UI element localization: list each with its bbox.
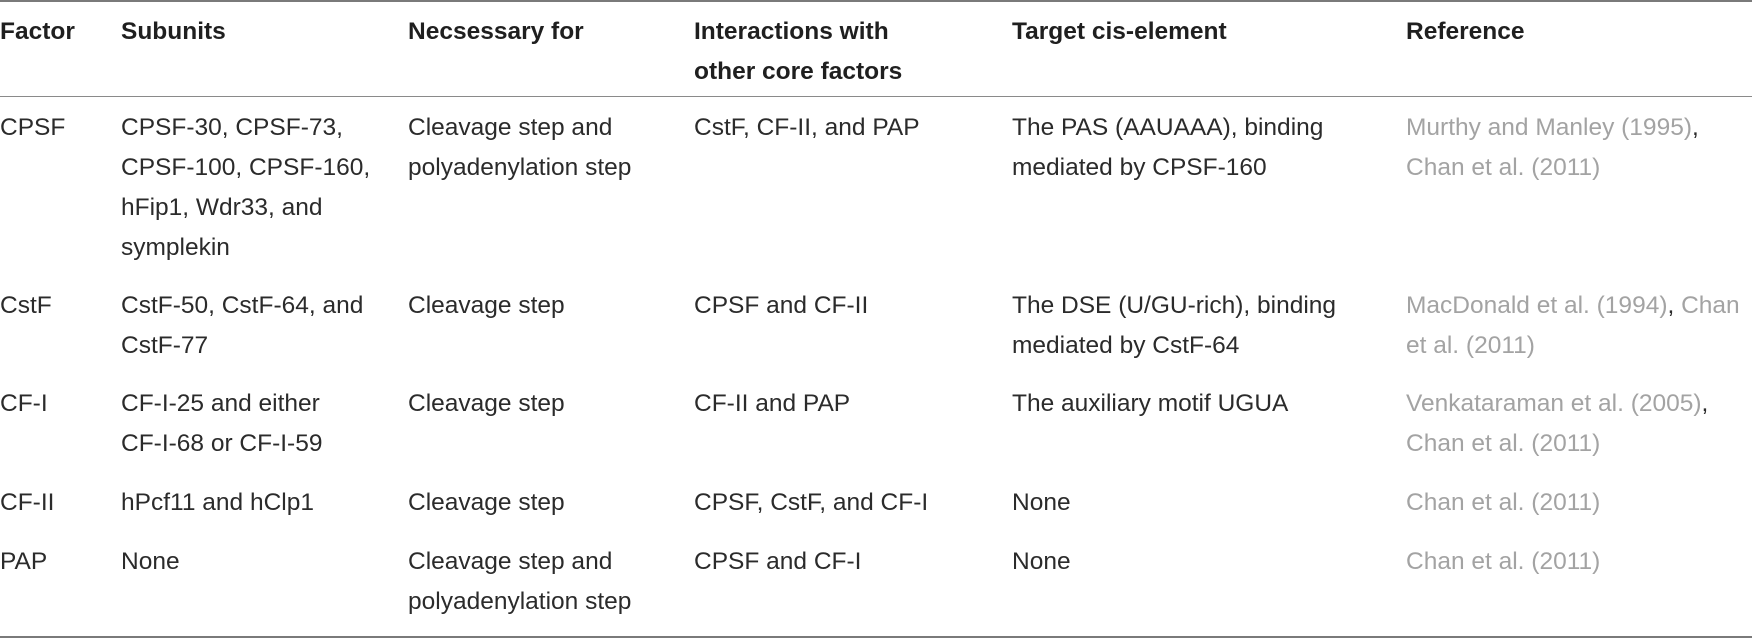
- cell-necessary-for: Cleavage step: [408, 390, 565, 417]
- cell-reference: MacDonald et al. (1994), Chan et al. (20…: [1406, 292, 1740, 359]
- cell-factor: CPSF: [0, 114, 66, 141]
- reference-link[interactable]: Chan et al. (2011): [1406, 548, 1601, 575]
- table-bottom-rule: [0, 636, 1752, 638]
- column-header-interactions: Interactions with other core factors: [694, 18, 903, 85]
- cell-necessary-for: Cleavage step: [408, 489, 565, 516]
- table-header-rule: [0, 96, 1752, 97]
- column-header-factor: Factor: [0, 18, 75, 45]
- cell-reference: Venkataraman et al. (2005), Chan et al. …: [1406, 390, 1709, 457]
- table-top-rule: [0, 0, 1752, 2]
- cell-target: None: [1012, 489, 1071, 516]
- cell-subunits: None: [121, 548, 180, 575]
- cell-target: The DSE (U/GU-rich), binding mediated by…: [1012, 292, 1337, 359]
- cell-interactions: CPSF, CstF, and CF-I: [694, 489, 929, 516]
- cell-factor: CstF: [0, 292, 52, 319]
- reference-link[interactable]: MacDonald et al. (1994): [1406, 292, 1668, 319]
- reference-link[interactable]: Venkataraman et al. (2005): [1406, 390, 1702, 417]
- cell-interactions: CPSF and CF-I: [694, 548, 862, 575]
- reference-link[interactable]: Chan et al. (2011): [1406, 154, 1601, 181]
- cell-interactions: CPSF and CF-II: [694, 292, 869, 319]
- column-header-reference: Reference: [1406, 18, 1525, 45]
- cell-reference: Chan et al. (2011): [1406, 483, 1752, 523]
- cell-necessary-for: Cleavage step: [408, 292, 565, 319]
- cell-subunits: CstF-50, CstF-64, and CstF-77: [121, 292, 364, 359]
- cell-subunits: CPSF-30, CPSF-73, CPSF-100, CPSF-160, hF…: [121, 114, 371, 261]
- reference-link[interactable]: Chan et al. (2011): [1406, 292, 1740, 359]
- reference-link[interactable]: Chan et al. (2011): [1406, 489, 1601, 516]
- column-header-necessary-for: Necsessary for: [408, 18, 584, 45]
- cell-necessary-for: Cleavage step and polyadenylation step: [408, 548, 632, 615]
- cell-target: The PAS (AAUAAA), binding mediated by CP…: [1012, 114, 1324, 181]
- cell-target: The auxiliary motif UGUA: [1012, 390, 1289, 417]
- cell-necessary-for: Cleavage step and polyadenylation step: [408, 114, 632, 181]
- cell-interactions: CF-II and PAP: [694, 390, 851, 417]
- cell-reference: Murthy and Manley (1995), Chan et al. (2…: [1406, 114, 1699, 181]
- cell-factor: CF-I: [0, 390, 48, 417]
- reference-link[interactable]: Chan et al. (2011): [1406, 430, 1601, 457]
- cell-subunits: CF-I-25 and either CF-I-68 or CF-I-59: [121, 390, 323, 457]
- cell-factor: CF-II: [0, 489, 55, 516]
- reference-link[interactable]: Murthy and Manley (1995): [1406, 114, 1692, 141]
- cell-factor: PAP: [0, 548, 48, 575]
- column-header-target-cis-element: Target cis-element: [1012, 18, 1227, 45]
- cell-interactions: CstF, CF-II, and PAP: [694, 114, 920, 141]
- cell-reference: Chan et al. (2011): [1406, 542, 1752, 582]
- cell-target: None: [1012, 548, 1071, 575]
- cell-subunits: hPcf11 and hClp1: [121, 489, 314, 516]
- column-header-subunits: Subunits: [121, 18, 226, 45]
